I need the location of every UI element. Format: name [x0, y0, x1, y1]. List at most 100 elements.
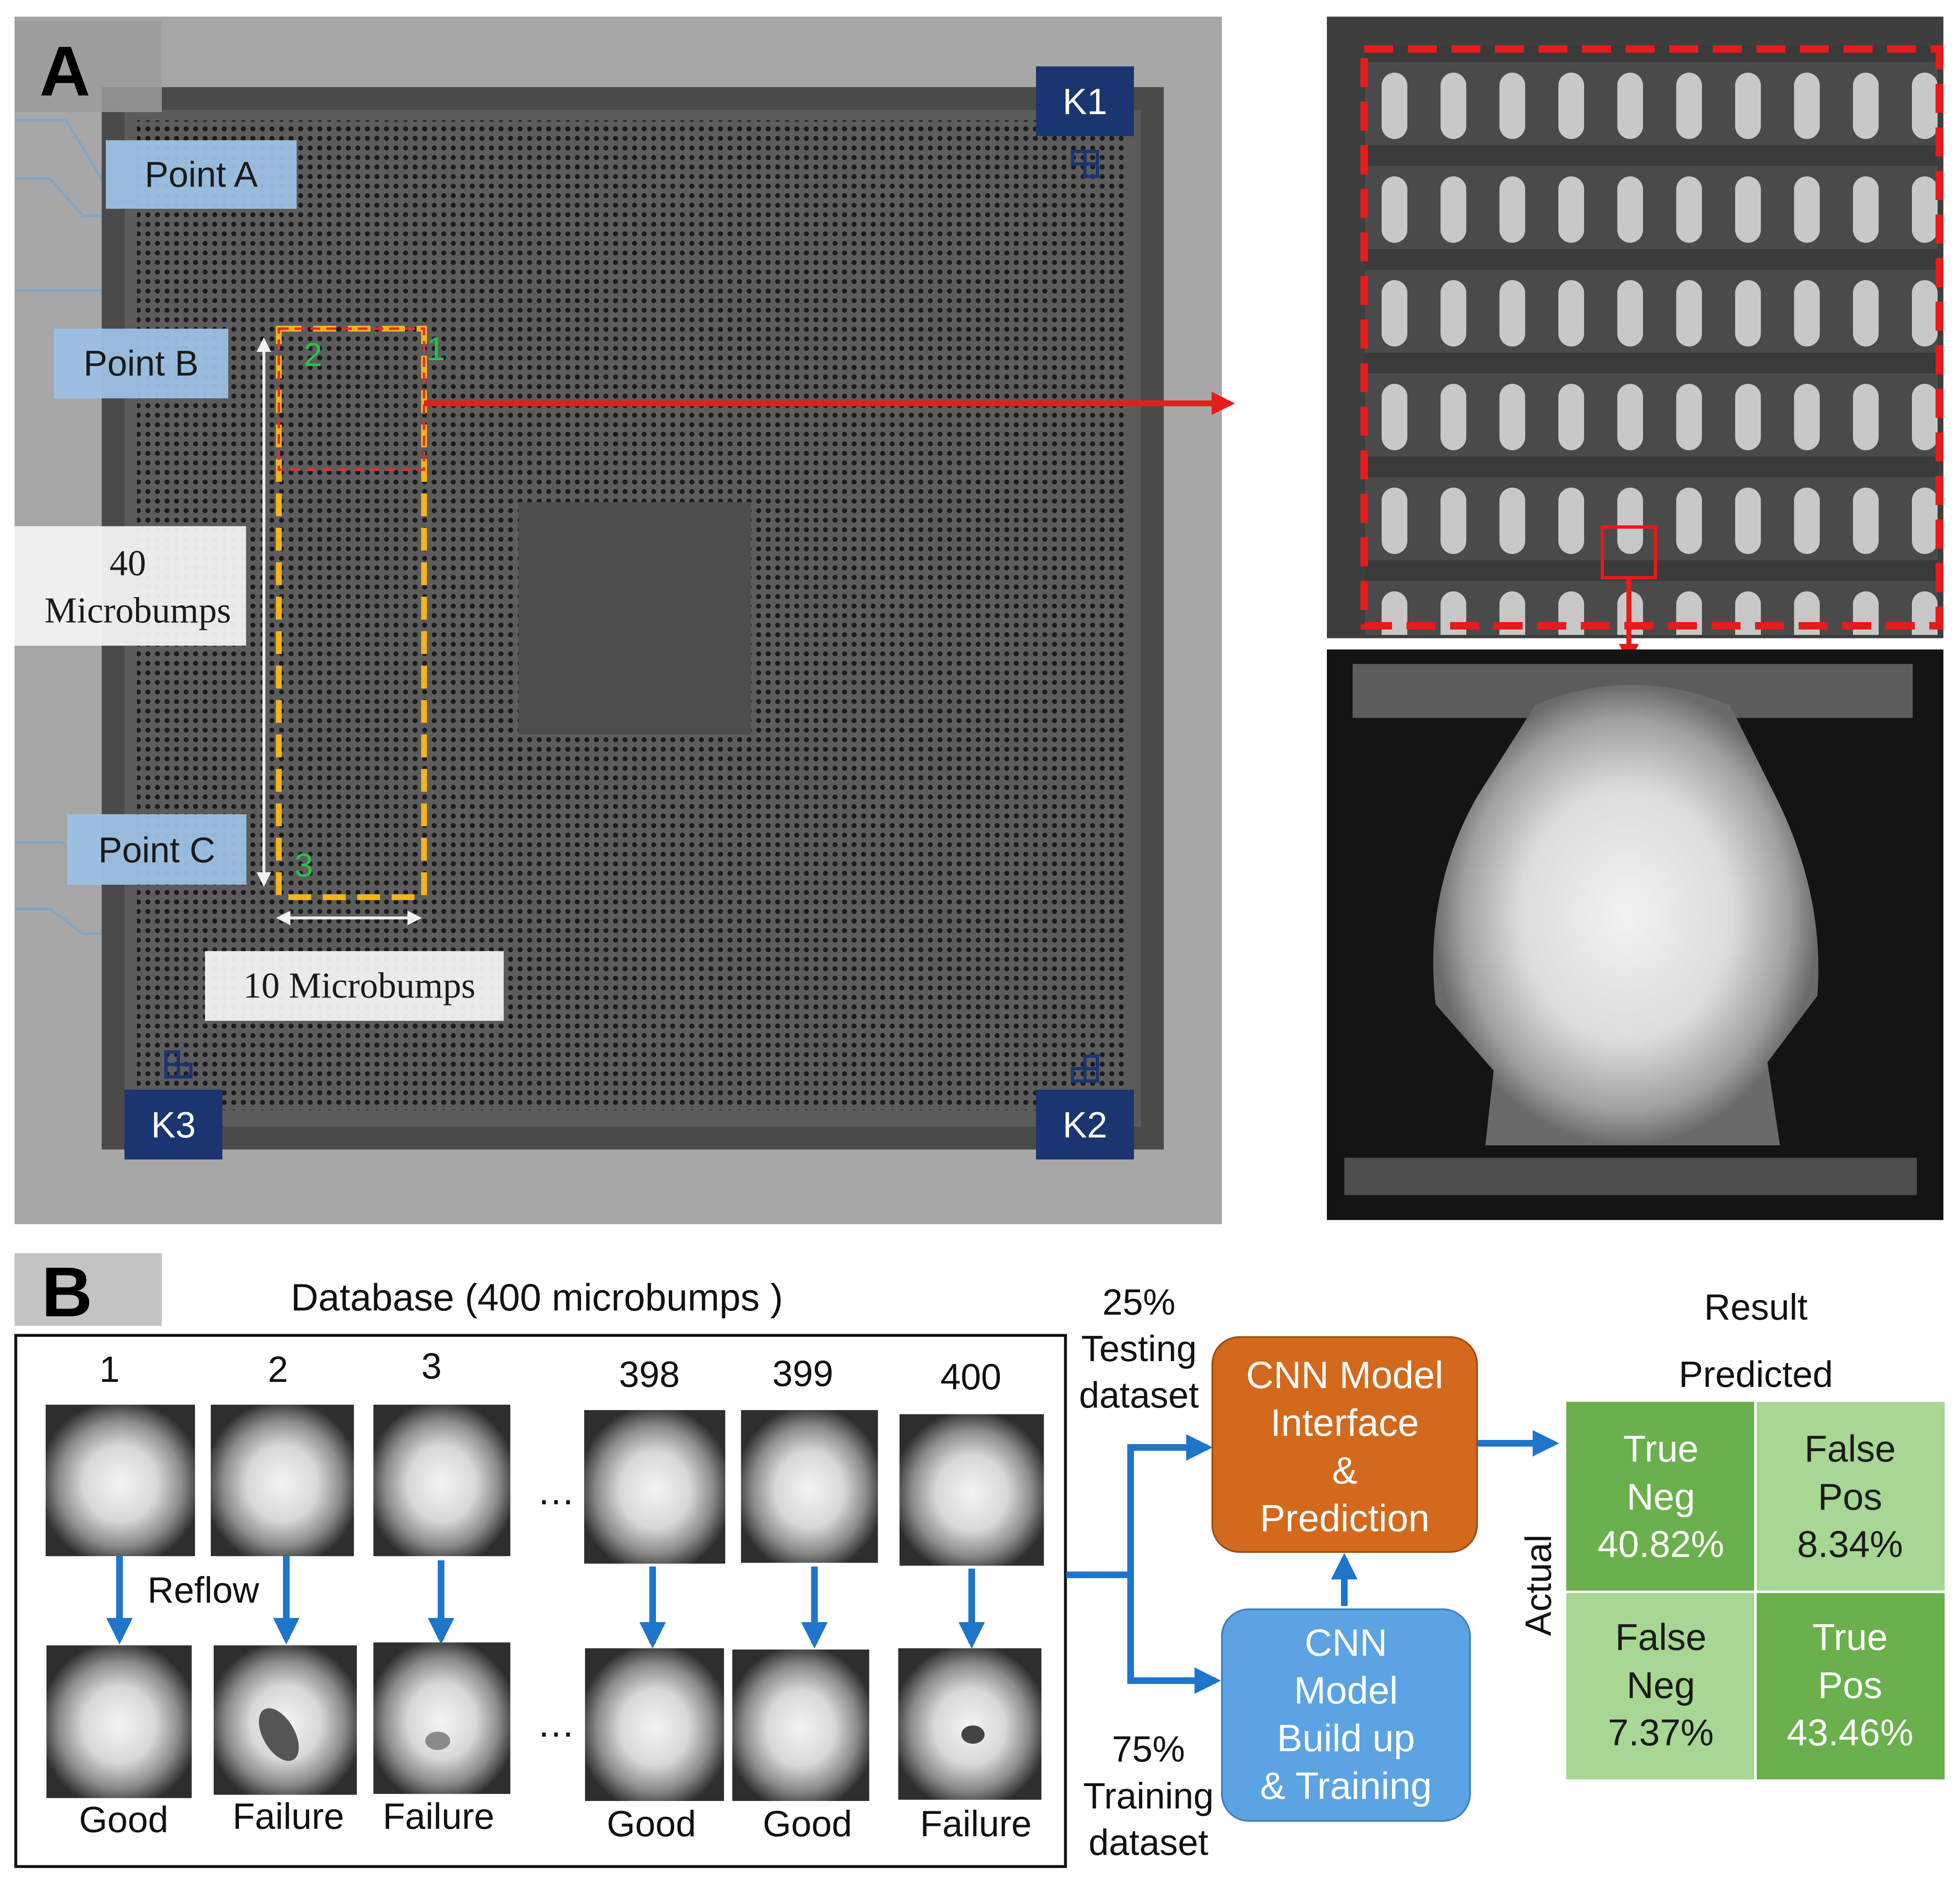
thumbnail — [900, 1414, 1044, 1566]
sample-number-3: 3 — [422, 1345, 442, 1386]
database-title: Database (400 microbumps ) — [291, 1276, 783, 1319]
cnn-training-line-2: Model — [1294, 1669, 1398, 1712]
thumbnail — [373, 1405, 510, 1556]
panel-b-letter-bg — [15, 1253, 162, 1326]
tp-value: 43.46% — [1787, 1712, 1913, 1754]
thumbnail — [585, 1648, 724, 1801]
fp-line-2: Pos — [1818, 1476, 1882, 1518]
cnn-prediction-line-4: Prediction — [1260, 1497, 1429, 1540]
outcome-1: Good — [79, 1799, 168, 1840]
cm-cell-true-neg — [1566, 1402, 1755, 1592]
confusion-matrix: True Neg 40.82% False Pos 8.34% False Ne… — [1566, 1402, 1945, 1779]
split-arrows — [1066, 1430, 1559, 1694]
ellipsis-top: … — [537, 1470, 575, 1513]
cnn-prediction-line-2: Interface — [1270, 1402, 1419, 1444]
cols-tag — [205, 951, 504, 1021]
cnn-training-line-3: Build up — [1277, 1717, 1415, 1759]
tn-value: 40.82% — [1597, 1524, 1724, 1565]
fp-line-1: False — [1804, 1428, 1896, 1470]
corner-shade — [15, 21, 162, 112]
cm-cell-false-neg — [1566, 1592, 1755, 1779]
fn-line-2: Neg — [1626, 1665, 1695, 1706]
panel-b: B Database (400 microbumps ) 1 2 3 398 3… — [14, 1253, 1945, 1868]
cnn-training-line-1: CNN — [1304, 1622, 1387, 1664]
panel-b-letter: B — [41, 1253, 93, 1332]
cnn-training-box — [1221, 1608, 1471, 1822]
after-reflow-thumbnails — [46, 1642, 1041, 1801]
cnn-prediction-line-1: CNN Model — [1246, 1354, 1443, 1396]
zoom-region — [278, 327, 425, 471]
panel-a: A 1 2 3 Point A Point B Point C 40 Micro… — [15, 17, 1235, 1224]
thumbnail — [373, 1642, 510, 1794]
fiducial-mark-k3 — [164, 1050, 193, 1079]
void-defect — [258, 1708, 299, 1761]
thumbnail — [211, 1405, 354, 1556]
k2-tag — [1036, 1090, 1134, 1159]
point-a-tag — [106, 140, 297, 209]
database-frame — [14, 1334, 1067, 1868]
rows-unit: Microbumps — [44, 591, 231, 631]
thumbnail — [741, 1410, 878, 1563]
panel-a-letter: A — [39, 32, 90, 111]
cnn-training-line-4: & Training — [1260, 1765, 1432, 1807]
outcome-398: Good — [607, 1803, 696, 1844]
reflow-label: Reflow — [148, 1569, 259, 1611]
thumbnail — [46, 1405, 195, 1556]
thumbnail — [46, 1645, 192, 1798]
tn-line-1: True — [1623, 1428, 1699, 1470]
thumbnail — [898, 1648, 1041, 1800]
testing-word: Testing — [1081, 1328, 1197, 1369]
corner-number-2: 2 — [304, 336, 322, 373]
ellipsis-bottom: … — [537, 1703, 575, 1745]
sample-number-1: 1 — [100, 1349, 120, 1390]
tp-line-2: Pos — [1818, 1665, 1882, 1706]
center-pad — [519, 502, 751, 735]
corner-number-1: 1 — [427, 330, 445, 367]
before-reflow-thumbnails — [46, 1405, 1044, 1566]
fn-value: 7.37% — [1608, 1712, 1714, 1754]
k2-label: K2 — [1063, 1104, 1107, 1145]
point-c-tag — [67, 814, 246, 885]
sample-number-399: 399 — [773, 1353, 834, 1394]
fiducial-mark-k2 — [1071, 1054, 1099, 1083]
outcome-2: Failure — [233, 1796, 344, 1837]
outcome-399: Good — [763, 1803, 852, 1844]
point-b-label: Point B — [83, 344, 198, 383]
k1-tag — [1036, 66, 1134, 136]
tn-line-2: Neg — [1626, 1476, 1695, 1518]
point-c-label: Point C — [98, 830, 215, 870]
fiducial-mark-k1 — [1071, 150, 1099, 178]
sample-number-398: 398 — [619, 1354, 680, 1395]
cols-label: 10 Microbumps — [243, 966, 475, 1006]
thumbnail — [584, 1410, 725, 1564]
k3-tag — [124, 1090, 222, 1159]
k3-label: K3 — [151, 1104, 196, 1145]
fn-line-1: False — [1615, 1617, 1706, 1658]
void-defect — [425, 1732, 450, 1750]
point-a-label: Point A — [145, 155, 258, 195]
sample-number-2: 2 — [268, 1349, 288, 1390]
void-defect — [961, 1725, 985, 1744]
rows-count: 40 — [110, 543, 146, 583]
cnn-prediction-line-3: & — [1332, 1450, 1357, 1492]
training-percent: 75% — [1112, 1728, 1185, 1769]
cm-cell-false-pos — [1755, 1402, 1945, 1592]
rows-tag — [15, 526, 246, 646]
k1-label: K1 — [1063, 81, 1107, 122]
training-dataset: dataset — [1089, 1822, 1209, 1863]
zoom-frame — [1360, 45, 1943, 630]
thumbnail — [732, 1650, 869, 1801]
cm-cell-true-pos — [1755, 1592, 1945, 1779]
outcome-3: Failure — [383, 1796, 495, 1837]
predicted-label: Predicted — [1679, 1354, 1833, 1395]
result-title: Result — [1704, 1286, 1807, 1328]
single-bump-xray — [1327, 649, 1943, 1220]
outcome-400: Failure — [920, 1803, 1032, 1844]
cnn-prediction-box — [1212, 1336, 1478, 1553]
tp-line-1: True — [1812, 1617, 1888, 1658]
point-b-tag — [54, 329, 228, 398]
actual-label: Actual — [1518, 1535, 1559, 1636]
corner-number-3: 3 — [295, 847, 313, 883]
reflow-arrows — [106, 1556, 985, 1649]
